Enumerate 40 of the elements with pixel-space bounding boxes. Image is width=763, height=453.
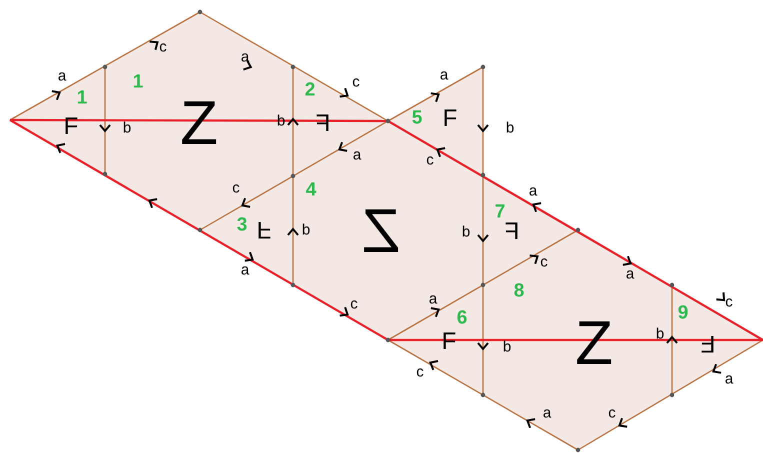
side-label: c — [159, 40, 167, 54]
letter-mark: Z — [362, 201, 400, 263]
side-label: c — [725, 294, 733, 310]
piece-number: 4 — [306, 180, 316, 200]
piece-number: 8 — [514, 282, 524, 300]
side-label: b — [302, 222, 310, 238]
side-label: c — [352, 74, 360, 90]
side-label: a — [352, 148, 362, 162]
letter-mark: F — [256, 217, 272, 241]
side-label: b — [502, 340, 512, 354]
letter-mark: F — [700, 331, 716, 355]
side-label: b — [506, 120, 514, 136]
side-label: c — [608, 406, 616, 420]
side-label: a — [528, 184, 538, 198]
letter-mark: F — [504, 220, 520, 244]
letter-mark: F — [442, 107, 458, 131]
side-label: c — [416, 364, 424, 380]
piece-number: 1 — [132, 72, 144, 92]
piece-number: 5 — [412, 108, 422, 128]
piece-number: 6 — [456, 308, 468, 328]
side-label: a — [240, 262, 250, 278]
side-label: b — [656, 326, 664, 342]
side-label: c — [232, 180, 240, 196]
side-label: c — [350, 296, 358, 312]
piece-number: 7 — [494, 202, 506, 222]
side-label: b — [462, 224, 470, 240]
side-label: a — [542, 406, 552, 420]
side-label: b — [122, 120, 132, 136]
piece-number: 9 — [678, 304, 688, 322]
side-label: a — [626, 266, 634, 282]
side-label: c — [426, 152, 434, 168]
letter-mark: F — [64, 115, 78, 139]
piece-number: 3 — [236, 216, 248, 234]
side-label: c — [540, 254, 548, 270]
side-label: a — [428, 292, 438, 306]
piece-number: 2 — [304, 80, 316, 100]
piece-number: 1 — [76, 88, 88, 108]
side-label: a — [724, 372, 734, 386]
side-label: a — [440, 68, 448, 82]
side-label: a — [58, 68, 66, 84]
